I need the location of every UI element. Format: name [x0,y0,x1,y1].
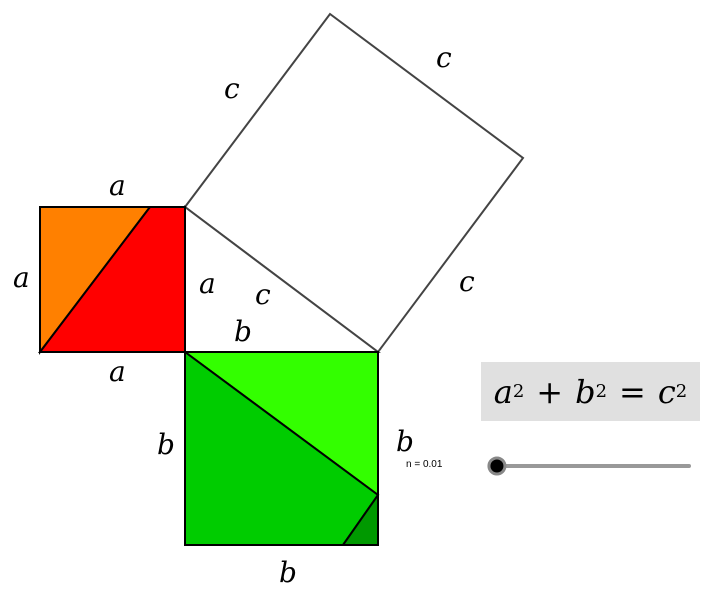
slider[interactable] [487,456,691,476]
label-a-top: a [109,169,126,202]
plus-sign: + [536,372,564,411]
formula-a: a [493,372,513,411]
label-c-upper-right: c [436,41,452,74]
exp: 2 [675,381,688,402]
square-b-outline [184,351,379,546]
formula-b: b [575,372,596,411]
label-b-triangle: b [234,315,252,348]
label-b-left: b [157,428,175,461]
formula-c: c [657,372,676,411]
label-b-bottom: b [279,556,297,589]
equals-sign: = [619,372,646,411]
label-c-right: c [459,265,475,298]
label-c-triangle: c [255,278,271,311]
slider-label: n = 0.01 [406,459,443,470]
slider-handle[interactable] [487,456,507,476]
label-a-bottom: a [109,355,126,388]
exp: 2 [512,381,525,402]
exp: 2 [595,381,608,402]
label-c-upper-left: c [224,72,240,105]
square-a-outline [39,206,186,353]
label-a-triangle: a [199,267,216,300]
label-b-right: b [396,425,414,458]
label-a-left: a [13,261,30,294]
